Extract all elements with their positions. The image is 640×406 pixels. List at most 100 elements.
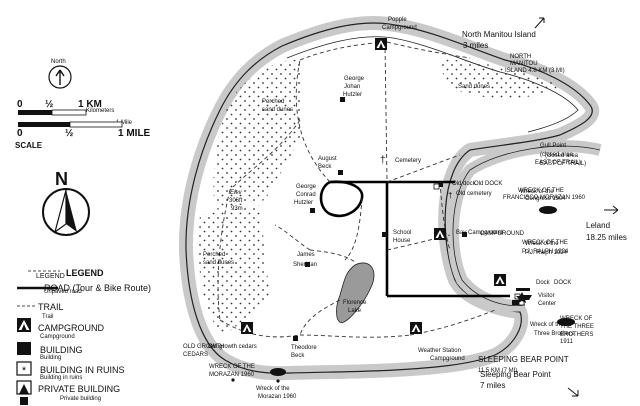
wreck-pj-ghost-1: Wreck of the: [525, 241, 559, 247]
svg-text:*: *: [22, 365, 27, 377]
dock-label: Dock: [536, 280, 551, 286]
wreck-dot-2: [231, 378, 235, 382]
school-house-2: House: [393, 238, 411, 244]
weather-station-1: Weather Station: [418, 348, 461, 354]
wreck-francisco-2: FRANCISCO MORAZAN 1960: [503, 195, 586, 201]
gull-point-ghost-1: (closed area: [545, 153, 579, 159]
ruins-star-icon: [516, 292, 528, 303]
three-brothers-2: THE THREE: [560, 324, 594, 330]
wreck-pj-ghost-2: P.J. Ralph 1924: [525, 250, 568, 256]
elev-3: 93m: [231, 206, 243, 212]
dock: [516, 288, 530, 291]
gull-point-hook: [447, 140, 602, 312]
old-dock-label: Old dock: [452, 181, 477, 187]
scale-mi-1: 1 MILE: [118, 128, 151, 139]
legend: LEGEND LEGEND Unpaved road ROAD (Tour & …: [16, 268, 151, 405]
wreck-pj-1: WRECK OF THE: [522, 240, 568, 246]
leland-label-2: 18.25 miles: [586, 233, 627, 242]
perched-nw-1: Perched: [262, 99, 284, 105]
arrow-east-icon: [604, 205, 619, 215]
visitor-center-1: Visitor: [538, 293, 555, 299]
wreck-francisco-1: WRECK OF THE: [518, 188, 564, 194]
north-manitou-ghost-3: ISLAND 4.8 KM (3 MI): [505, 68, 565, 74]
sleeping-bear-2: 11.5 KM (7 MI): [478, 368, 517, 374]
cemetery-label: Cemetery: [395, 158, 421, 164]
legend-building-icon: [17, 342, 31, 355]
old-growth-1: OLD GROWTH: [183, 344, 224, 350]
leland-label-1: Leland: [586, 221, 610, 230]
conrad-hutzler-1: George: [296, 184, 317, 190]
three-brothers-3: BROTHERS: [560, 332, 593, 338]
old-dock-ghost: Old DOCK: [474, 181, 502, 187]
legend-campground-label: CAMPGROUND: [38, 323, 105, 333]
legend-title-ghost: LEGEND: [36, 273, 65, 280]
north-manitou-ghost-1: NORTH: [510, 54, 531, 60]
wreck-morazan-icon: [270, 368, 286, 376]
wreck-congress-ghost-2: Congress 1904: [525, 196, 566, 202]
legend-campground-ghost: Campground: [40, 334, 75, 340]
theodore-beck-1: Theodore: [291, 345, 317, 351]
dock-ghost: DOCK: [554, 280, 571, 286]
conrad-hutzler-2: Conrad: [296, 192, 316, 198]
north-arrow-small: North: [48, 59, 72, 89]
island-shoreline: [185, 22, 593, 374]
old-cemetery-cross-icon: †: [448, 191, 452, 200]
johan-hutzler-2: Johan: [344, 84, 360, 90]
legend-trail-ghost: Trail: [42, 314, 53, 320]
dunes-southwest: [198, 205, 270, 335]
perched-nw-2: sand dunes: [262, 107, 293, 113]
popple-label-1: Popple: [388, 17, 407, 23]
scale-label: SCALE: [15, 141, 43, 150]
school-house-1: School: [393, 230, 411, 236]
legend-road-label: ROAD (Tour & Bike Route): [44, 283, 151, 293]
popple-campground-icon: [375, 38, 387, 50]
shipwreck-icons: [231, 206, 575, 383]
scale-mi-half: ½: [65, 128, 73, 139]
elev-2: 306ft: [229, 198, 243, 204]
wreck-three-brothers-icon: [557, 318, 575, 326]
old-growth-2: CEDARS: [183, 352, 208, 358]
arrow-southeast-icon: [567, 387, 579, 397]
scale-km-0: 0: [17, 99, 23, 110]
morazan-left-2: MORAZAN 1960: [209, 372, 255, 378]
legend-road-ghost: Unpaved road: [44, 289, 82, 295]
legend-campground-icon: [17, 318, 31, 332]
three-brothers-ghost-1: Wreck of the: [530, 322, 564, 328]
scale-km-sub-1: Kilometers: [86, 108, 114, 114]
legend-trail-label: TRAIL: [38, 302, 64, 312]
gull-point-2: (closed area: [540, 152, 574, 158]
james-sheridan-1: James: [297, 252, 315, 258]
perched-sw-2: sand dunes: [203, 260, 234, 266]
north-arrow-large: N: [42, 169, 90, 236]
johan-hutzler-1: George: [344, 76, 365, 82]
wreck-congress-icon: [539, 206, 557, 214]
sleeping-bear-1: SLEEPING BEAR POINT: [478, 355, 569, 364]
wreck-congress-ghost-1: Wreck of the: [520, 189, 554, 195]
old-growth-ghost: Old growth cedars: [208, 344, 257, 350]
gull-point-3: EAST OF TRAIL): [535, 160, 581, 166]
legend-building-label: BUILDING: [40, 345, 83, 355]
arrow-northeast-icon: [534, 17, 545, 29]
james-sheridan-2: Sheridan: [293, 262, 317, 268]
scale-km-sub-2: 1 Mile: [116, 120, 133, 126]
morazan-left-1: WRECK OF THE: [209, 364, 255, 370]
three-brothers-ghost-3: 1911: [560, 339, 574, 345]
three-brothers-1: WRECK OF: [560, 316, 593, 322]
florence-lake-1: Florence: [343, 300, 367, 306]
visitor-center-2: Center: [538, 301, 556, 307]
scale-km-half: ½: [45, 99, 53, 110]
village-campground-icon: [494, 274, 506, 286]
morazan-bottom-1: Wreck of the: [256, 386, 290, 392]
gull-point-hook-line: [452, 145, 601, 306]
bay-campground-ghost: CAMPGROUND: [480, 231, 525, 237]
scale-km-1: 1 KM: [78, 99, 102, 110]
legend-title: LEGEND: [66, 268, 104, 278]
legend-building-ghost: Building: [40, 355, 61, 361]
morazan-bottom-2: Morazan 1960: [258, 394, 297, 400]
scale-bar: 0 ½ 1 KM Kilometers 1 Mile 0 ½ 1 MILE SC…: [15, 99, 151, 150]
sand-dunes-ne-label: Sand dunes: [458, 84, 490, 90]
scale-mi-0: 0: [17, 128, 23, 139]
gull-point-1: Gull Point: [540, 143, 566, 149]
sleeping-bear-overlay-1: Sleeping Bear Point: [480, 370, 551, 379]
